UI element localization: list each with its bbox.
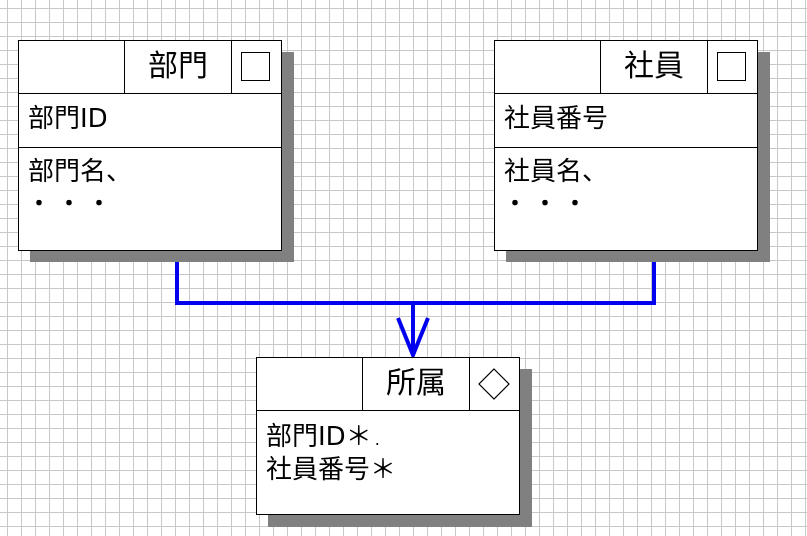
more-attributes: ・・・ [504,192,595,217]
entity-header: 所属 [257,358,519,411]
square-icon [241,52,270,81]
primary-key-attribute: 社員番号 [504,104,609,134]
entity-title: 部門 [124,41,231,93]
entity-header: 社員 [495,41,757,94]
entity-key-section: 部門ID [19,94,281,148]
foreign-key-attribute: 部門ID＊. [266,421,380,456]
foreign-key-label: 部門ID＊ [266,422,372,452]
entity-type-cell [469,358,519,410]
entity-type-cell [231,41,281,93]
connector-line [175,250,656,305]
entity-box: 所属 部門ID＊. 社員番号＊ [256,357,520,515]
crows-foot-icon [396,317,430,361]
entity-affiliation[interactable]: 所属 部門ID＊. 社員番号＊ [256,357,532,527]
attribute-mark: . [374,430,380,449]
entity-title: 社員 [600,41,707,93]
foreign-key-attribute: 社員番号＊ [266,455,397,485]
entity-attribute: 社員名、 [504,157,609,187]
entity-box: 部門 部門ID 部門名、 ・・・ [18,40,282,251]
entity-title: 所属 [362,358,469,410]
entity-header: 部門 [19,41,281,94]
entity-attribute: 部門名、 [28,157,133,187]
primary-key-attribute: 部門ID [28,104,108,134]
entity-box: 社員 社員番号 社員名、 ・・・ [494,40,758,251]
more-attributes: ・・・ [28,192,119,217]
entity-employee[interactable]: 社員 社員番号 社員名、 ・・・ [494,40,770,262]
diamond-icon [478,368,510,400]
entity-type-cell [707,41,757,93]
entity-department[interactable]: 部門 部門ID 部門名、 ・・・ [18,40,294,262]
entity-key-section: 社員番号 [495,94,757,148]
square-icon [717,52,746,81]
